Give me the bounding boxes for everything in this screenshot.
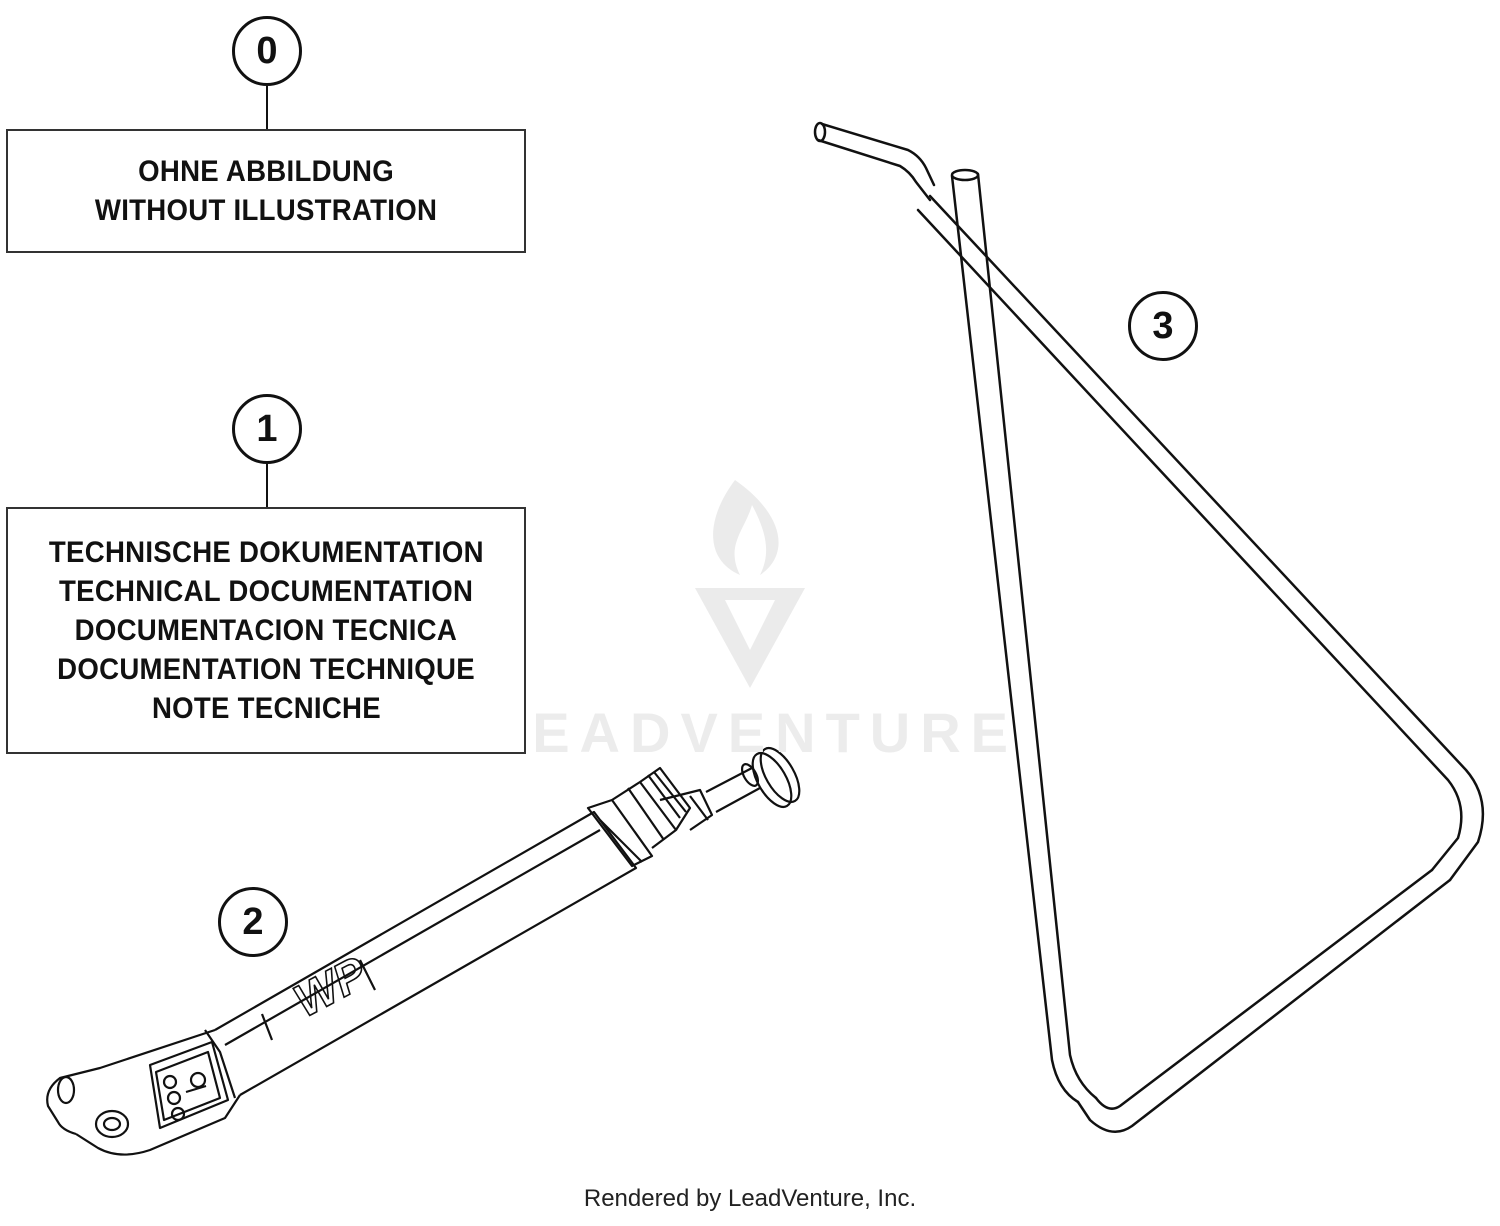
part-1-label-line: NOTE TECNICHE [151, 692, 381, 725]
leadventure-watermark-logo [695, 480, 805, 688]
callout-3: 3 [1128, 291, 1198, 361]
part-1-label-line: DOCUMENTATION TECHNIQUE [57, 653, 475, 686]
callout-2: 2 [218, 887, 288, 957]
part-1-label-line: DOCUMENTACION TECNICA [74, 614, 458, 647]
callout-0: 0 [232, 16, 302, 86]
rendered-by-footer: Rendered by LeadVenture, Inc. [583, 1185, 917, 1212]
part-0-label-box: OHNE ABBILDUNG WITHOUT ILLUSTRATION [6, 129, 526, 253]
watermark-text: LEADVENTURE [488, 701, 1019, 764]
part-1-label-box: TECHNISCHE DOKUMENTATION TECHNICAL DOCUM… [6, 507, 526, 754]
leader-line-1 [266, 464, 268, 508]
pump-logo-text: WP [285, 946, 375, 1027]
callout-1: 1 [232, 394, 302, 464]
part-0-label-line: WITHOUT ILLUSTRATION [94, 194, 438, 227]
part-1-label-line: TECHNICAL DOCUMENTATION [58, 575, 474, 608]
part-1-label-line: TECHNISCHE DOKUMENTATION [48, 536, 484, 569]
part-0-label-line: OHNE ABBILDUNG [138, 155, 394, 188]
leader-line-0 [266, 86, 268, 130]
air-pump-part [46, 746, 801, 1156]
side-stand-part [813, 121, 1485, 1133]
